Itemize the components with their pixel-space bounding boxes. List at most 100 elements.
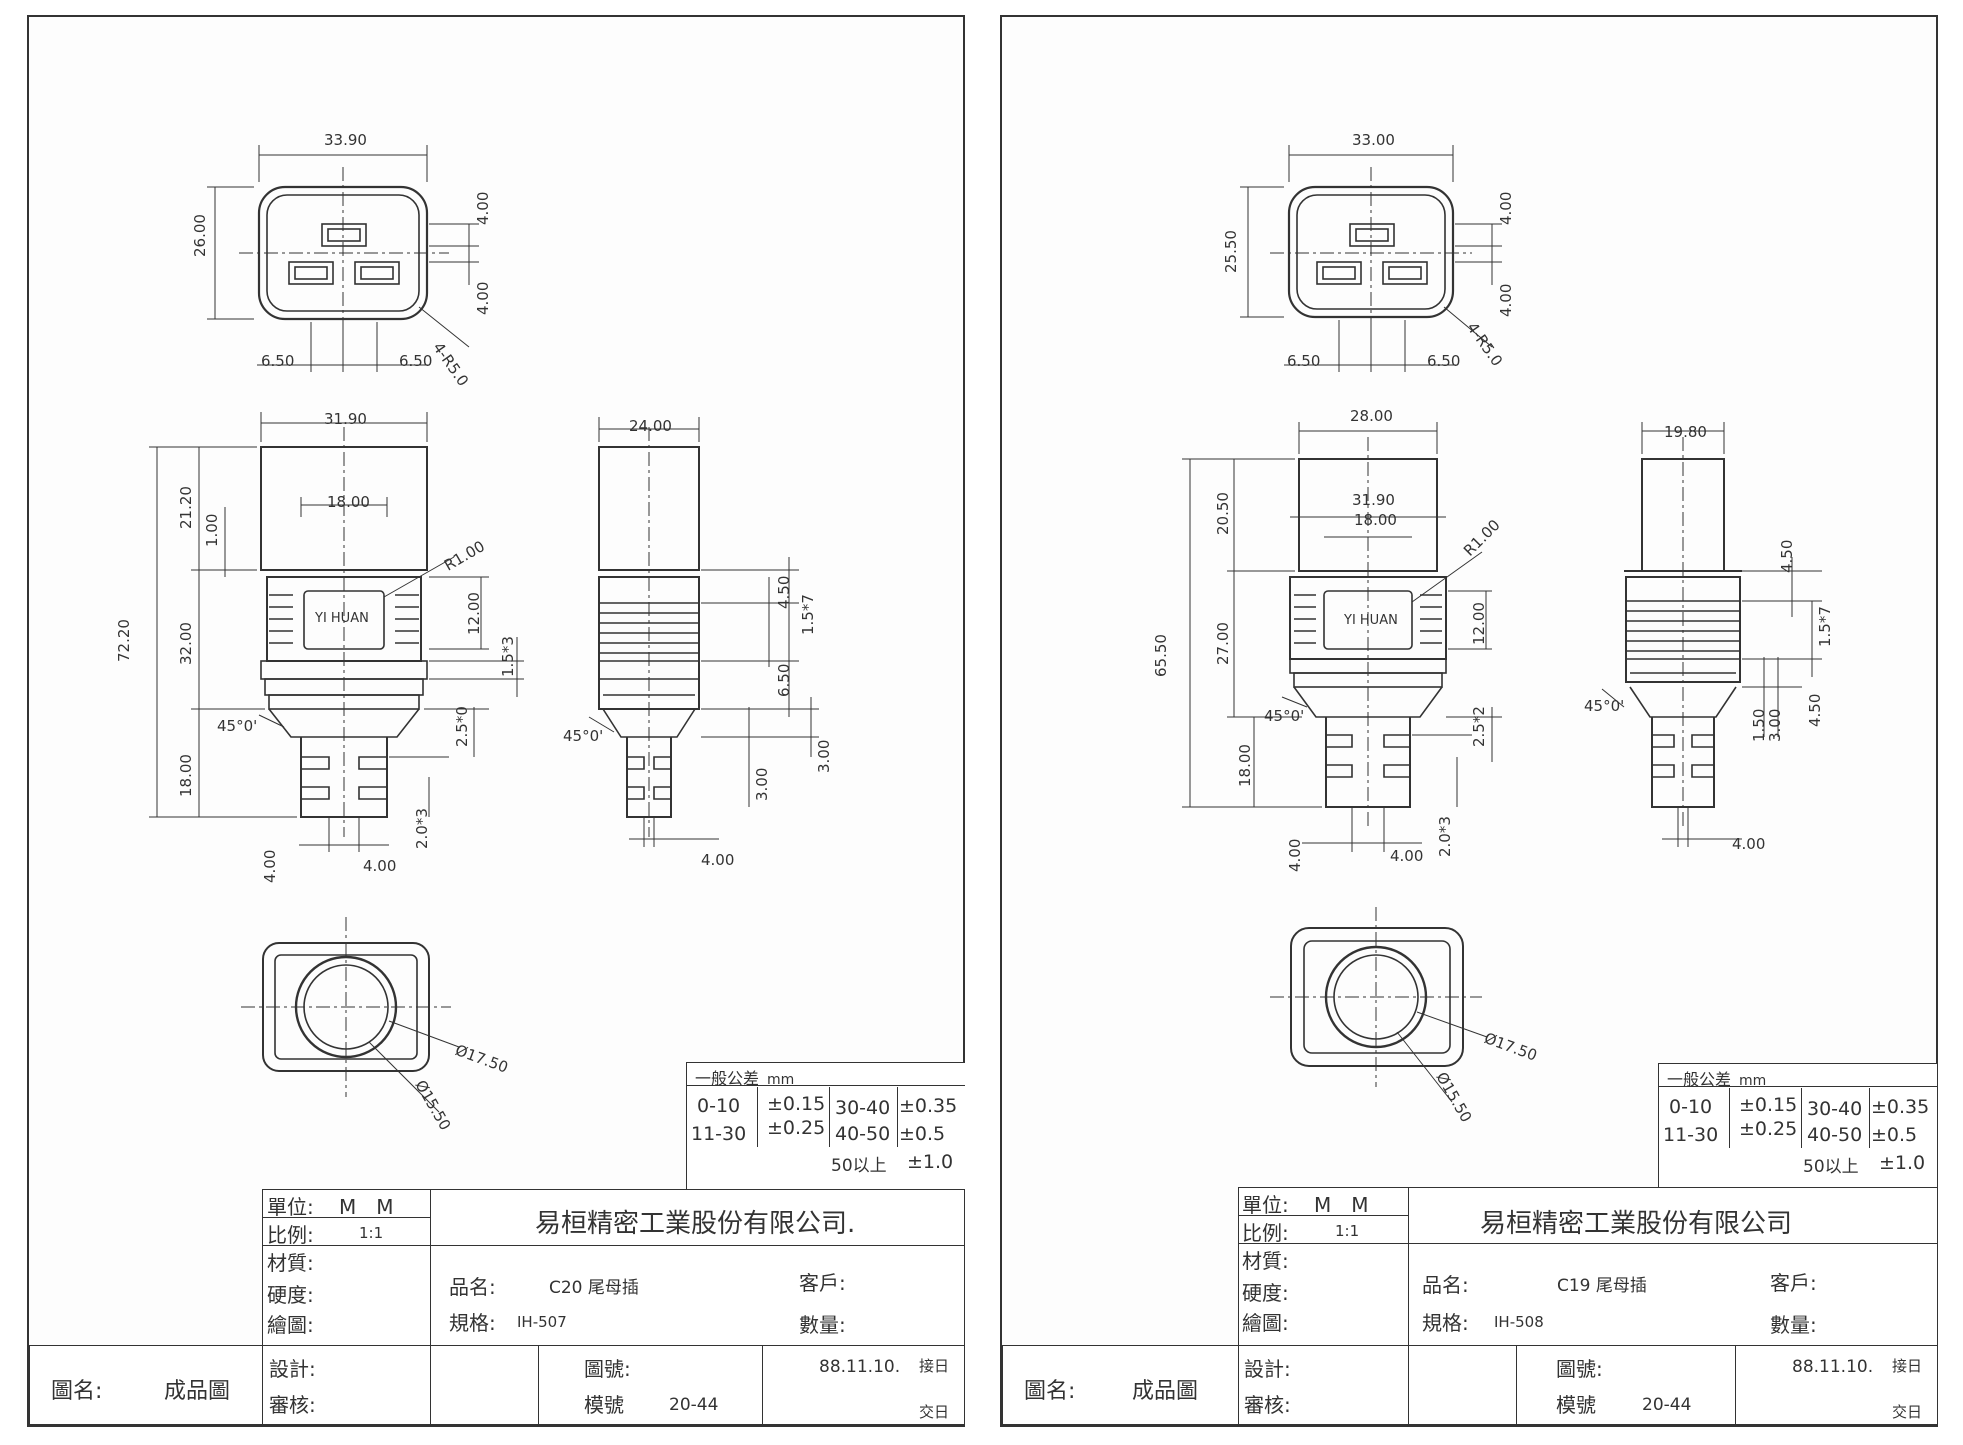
side-view	[1601, 422, 1822, 847]
product-label: 品名:	[449, 1275, 496, 1299]
tol-r3-range: 30-40	[835, 1097, 891, 1119]
brand-label: YI HUAN	[1344, 613, 1398, 628]
dim-offset-right: 6.50	[399, 352, 433, 370]
dim-side-step-b: 3.00	[1766, 708, 1784, 742]
dim-collar-step: 1.00	[203, 513, 221, 547]
review-label: 審核:	[269, 1393, 316, 1417]
mold-no-label: 模號	[584, 1393, 624, 1417]
quantity-label: 數量:	[799, 1313, 846, 1337]
deliver-label: 交日	[1892, 1403, 1923, 1421]
spec-value: IH-508	[1494, 1313, 1544, 1331]
dim-body-height: 27.00	[1214, 622, 1232, 665]
tol-r2-tol: ±0.25	[767, 1117, 826, 1139]
spec-label: 規格:	[449, 1311, 496, 1335]
dim-window-height: 12.00	[1470, 602, 1488, 645]
drawing-name-label: 圖名:	[51, 1379, 103, 1404]
tol-r5-tol: ±1.0	[1879, 1152, 1926, 1174]
customer-label: 客戶:	[799, 1271, 846, 1295]
product-value: C20 尾母插	[549, 1278, 639, 1298]
dim-side-width: 24.00	[629, 417, 672, 435]
tol-r5-range: 50以上	[831, 1156, 887, 1176]
spec-value: IH-507	[517, 1313, 567, 1331]
dim-upper-height: 20.50	[1214, 492, 1232, 535]
dim-chamfer: 45°0'	[217, 717, 258, 735]
design-label: 設計:	[1244, 1357, 1291, 1381]
dim-tail-offset: 4.00	[1390, 847, 1424, 865]
front-view	[1182, 422, 1502, 852]
dim-side-step-c: 4.50	[1806, 693, 1824, 727]
dim-front-inner-width-2: 18.00	[1354, 511, 1397, 529]
dim-front-inner-width: 31.90	[1352, 491, 1395, 509]
side-view	[588, 417, 819, 847]
dim-upper-height: 21.20	[177, 486, 195, 529]
dim-side-tail-width: 4.00	[701, 851, 735, 869]
hardness-label: 硬度:	[1242, 1281, 1289, 1305]
dim-offset-right: 6.50	[1427, 352, 1461, 370]
top-view	[207, 145, 479, 372]
receive-label: 接日	[1892, 1357, 1923, 1375]
dim-side-chamfer: 45°0'	[1584, 697, 1625, 715]
tol-r3-range: 30-40	[1807, 1098, 1863, 1120]
tolerance-unit: mm	[1739, 1073, 1767, 1089]
quantity-label: 數量:	[1770, 1313, 1817, 1337]
drawing-name-label: 圖名:	[1024, 1379, 1076, 1404]
dim-side-width: 19.80	[1664, 423, 1707, 441]
bottom-view	[1270, 907, 1488, 1103]
material-cell	[1238, 1243, 1410, 1347]
drawing-sheet-left: 33.90 26.00 4.00 4.00 4-R5.0 6.50 6.50 3…	[27, 15, 965, 1427]
dim-top-height: 25.50	[1222, 230, 1240, 273]
tol-r2-tol: ±0.25	[1739, 1118, 1798, 1140]
dim-side-rib-gap: 6.50	[775, 663, 793, 697]
unit-value: M M	[1314, 1193, 1369, 1217]
dim-tail-rib: 2.0*3	[413, 808, 431, 849]
dim-tail-offset: 4.00	[363, 857, 397, 875]
dim-side-rib-pattern: 1.5*7	[1816, 606, 1834, 647]
dim-top-height: 26.00	[191, 214, 209, 257]
tol-r2-range: 11-30	[691, 1123, 747, 1145]
scale-label: 比例:	[1242, 1221, 1289, 1245]
dim-side-rib-pattern: 1.5*7	[799, 594, 817, 635]
receive-label: 接日	[919, 1357, 950, 1375]
dim-pin-gap-bottom: 4.00	[1497, 283, 1515, 317]
dim-side-rib-top: 4.50	[1778, 539, 1796, 573]
product-value: C19 尾母插	[1557, 1276, 1647, 1296]
dim-offset-left: 6.50	[261, 352, 295, 370]
dim-offset-left: 6.50	[1287, 352, 1321, 370]
tol-r4-tol: ±0.5	[1871, 1124, 1918, 1146]
mold-no-label: 模號	[1556, 1393, 1596, 1417]
material-label: 材質:	[1242, 1249, 1289, 1273]
company-cell	[430, 1189, 965, 1247]
drawing-name-value: 成品圖	[164, 1379, 231, 1404]
product-cell	[1408, 1243, 1938, 1347]
dim-total-height: 72.20	[115, 619, 133, 662]
scale-label: 比例:	[267, 1223, 314, 1247]
dim-tail-rib: 2.0*3	[1436, 816, 1454, 857]
dim-chamfer: 45°0'	[1264, 707, 1305, 725]
design-label: 設計:	[269, 1357, 316, 1381]
tol-r4-tol: ±0.5	[899, 1123, 946, 1145]
date-value: 88.11.10.	[819, 1357, 901, 1377]
review-label: 審核:	[1244, 1393, 1291, 1417]
dim-tail-height: 18.00	[1236, 744, 1254, 787]
tol-r1-range: 0-10	[697, 1095, 741, 1117]
bottom-view	[241, 917, 460, 1113]
technical-drawing-right	[1182, 145, 1822, 1425]
mold-no-value: 20-44	[1642, 1395, 1692, 1415]
company-cell	[1408, 1187, 1938, 1245]
technical-drawing-left	[149, 145, 819, 1425]
tol-r3-tol: ±0.35	[899, 1095, 958, 1117]
dim-pin-gap-bottom: 4.00	[474, 281, 492, 315]
brand-label: YI HUAN	[315, 611, 369, 626]
dim-total-height: 65.50	[1152, 634, 1170, 677]
dim-front-top-width: 31.90	[324, 410, 367, 428]
dim-side-rib-top: 4.50	[775, 575, 793, 609]
scale-value: 1:1	[1335, 1222, 1360, 1240]
tolerance-unit: mm	[767, 1072, 795, 1088]
dim-top-width: 33.90	[324, 131, 367, 149]
tol-r2-range: 11-30	[1663, 1124, 1719, 1146]
customer-label: 客戶:	[1770, 1271, 1817, 1295]
spec-label: 規格:	[1422, 1311, 1469, 1335]
